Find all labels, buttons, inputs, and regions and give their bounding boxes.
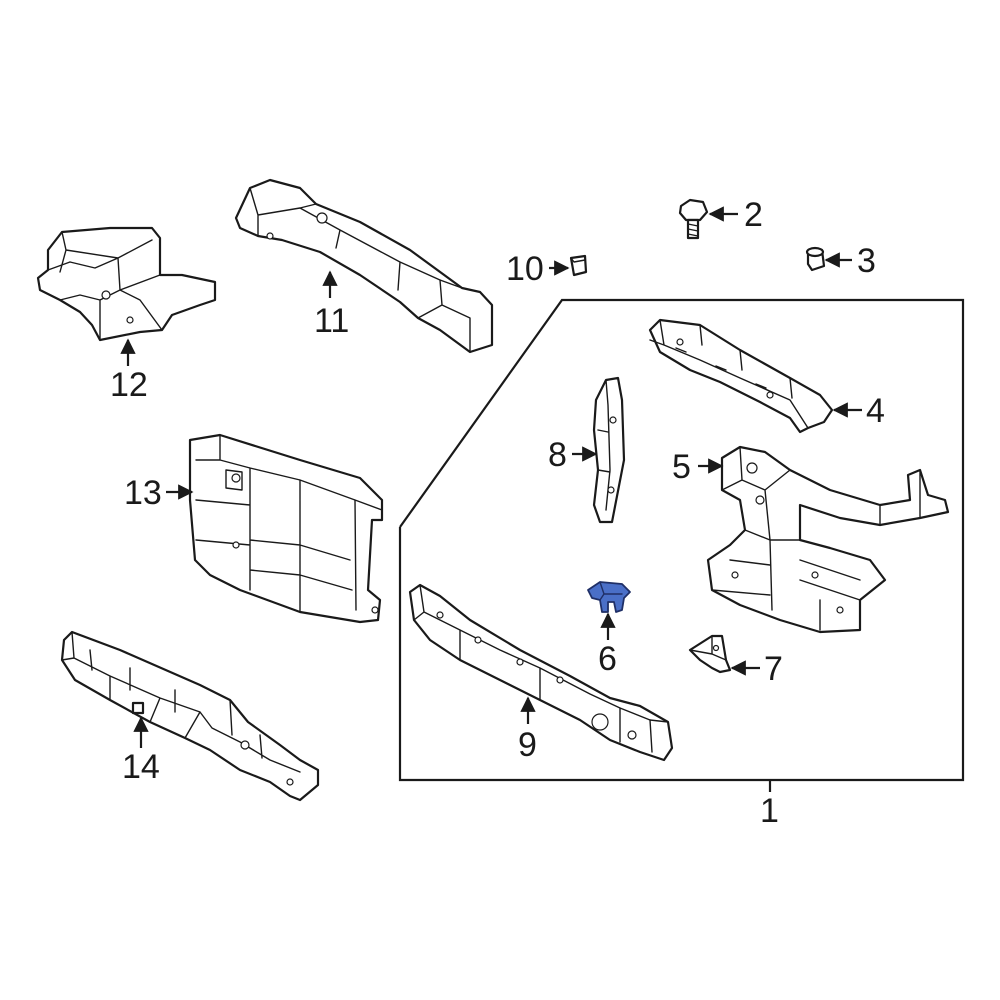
callout-3: 3 bbox=[857, 242, 876, 280]
part-12-air-guide[interactable] bbox=[36, 226, 217, 342]
callout-2: 2 bbox=[744, 196, 763, 234]
part-11-upper-cover[interactable] bbox=[234, 178, 494, 354]
part-14-lower-deflector[interactable] bbox=[60, 630, 320, 802]
callout-12: 12 bbox=[110, 366, 148, 404]
part-2-bolt[interactable] bbox=[678, 198, 709, 240]
callout-4: 4 bbox=[866, 392, 885, 430]
callout-8: 8 bbox=[548, 436, 567, 474]
assembly-group-box bbox=[398, 298, 965, 792]
part-9-lower-tie-bar[interactable] bbox=[408, 583, 674, 762]
callout-6: 6 bbox=[598, 640, 617, 678]
callout-1: 1 bbox=[760, 792, 779, 830]
callout-labels: 1 2 3 4 5 6 7 8 9 10 11 12 13 14 bbox=[110, 196, 885, 830]
callout-9: 9 bbox=[518, 726, 537, 764]
callout-14: 14 bbox=[122, 748, 160, 786]
callout-10: 10 bbox=[506, 250, 544, 288]
callout-13: 13 bbox=[124, 474, 162, 512]
part-5-radiator-support-side[interactable] bbox=[706, 445, 950, 634]
callout-7: 7 bbox=[764, 650, 783, 688]
part-8-support-bracket[interactable] bbox=[592, 376, 626, 524]
part-7-small-bracket[interactable] bbox=[688, 634, 732, 674]
part-3-nut[interactable] bbox=[805, 246, 826, 272]
callout-11: 11 bbox=[314, 302, 349, 340]
part-10-clip[interactable] bbox=[569, 254, 588, 277]
callout-5: 5 bbox=[672, 448, 691, 486]
part-4-upper-tie-bar[interactable] bbox=[648, 318, 834, 434]
part-6-bracket-highlighted[interactable] bbox=[587, 581, 631, 613]
leader-lines bbox=[120, 206, 862, 748]
part-13-air-duct[interactable] bbox=[188, 433, 384, 624]
